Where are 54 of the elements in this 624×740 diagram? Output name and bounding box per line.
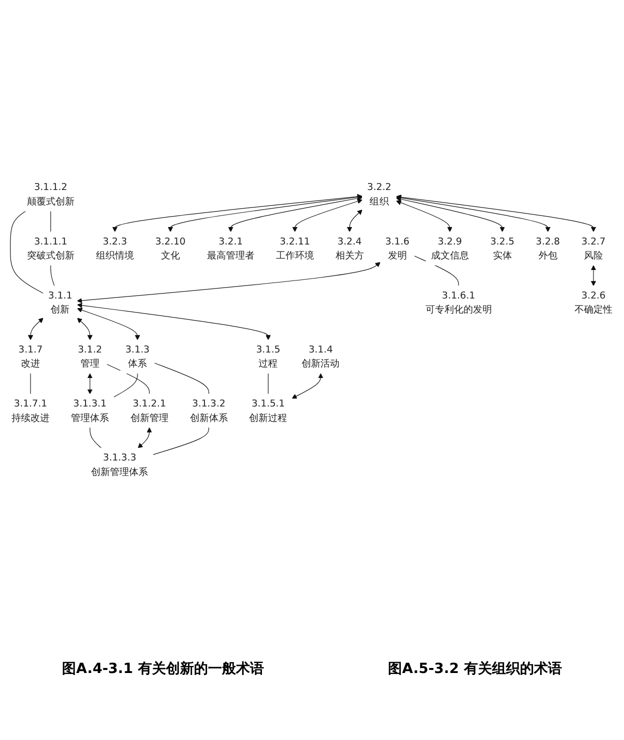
node-text: 3.2.7 风险 bbox=[581, 236, 606, 262]
connector bbox=[113, 373, 138, 398]
arrow bbox=[396, 200, 452, 232]
arrow bbox=[292, 374, 324, 400]
node-text: 3.2.10 文化 bbox=[155, 236, 186, 262]
node-text: 3.2.3 组织情境 bbox=[96, 236, 134, 262]
node-text: 3.1.7.1 持续改进 bbox=[12, 398, 50, 424]
arrow bbox=[292, 199, 362, 232]
connector bbox=[30, 373, 31, 395]
arrow bbox=[228, 196, 362, 232]
arrow bbox=[28, 318, 44, 341]
arrow bbox=[87, 374, 93, 395]
node-text: 3.1.5 过程 bbox=[256, 344, 280, 370]
connector bbox=[50, 211, 52, 233]
connector bbox=[154, 363, 210, 395]
figure-caption: 图A.5-3.2 有关组织的术语 bbox=[388, 660, 562, 678]
node-text: 3.2.4 相关方 bbox=[335, 236, 364, 262]
diagram-drawing: 3.1.1.2 颠覆式创新 3.1.1.1 突破式创新 3.1.6 发明 3.1.1 创新 3.1.7 改进 3.1.6.1 可专利化的发明 3.1.7.1 持续改进 3.1.2 管理 3.1.3 体系 3.1.5 过程 3.1.3.1 管理体系 3.1.3.2 创新体系 3.1.4 创新活动 3.1.2.1 创新管理 3.1.5.1 创新过程 3.1.3.3 创新管理体系 3.2.2 组织 3.2.3 组织情境 3.2.10 文化 3.2.1 最高管理者 3.2.11 工作环境 3.2.4 相关方 3.2.7 风险 3.2.9 成文信息 3.2.5 实体 3.2.8 外包 3.2.6 不确定性 bbox=[2, 173, 622, 487]
node-text: 3.1.3.2 创新体系 bbox=[190, 398, 228, 424]
node-text: 3.1.2.1 创新管理 bbox=[130, 398, 168, 424]
arrow bbox=[396, 196, 550, 232]
arrow bbox=[346, 210, 362, 232]
arrow bbox=[138, 428, 152, 449]
node-text: 3.1.1.1 突破式创新 bbox=[26, 236, 74, 262]
node-text: 3.1.1.2 颠覆式创新 bbox=[26, 182, 74, 208]
node-text: 3.2.11 工作环境 bbox=[276, 236, 314, 262]
node-text: 3.1.4 创新活动 bbox=[302, 344, 340, 370]
arrow bbox=[396, 194, 596, 232]
node-text: 3.1.3.1 管理体系 bbox=[70, 398, 109, 424]
arrow bbox=[77, 318, 93, 341]
node-text: 3.2.1 最高管理者 bbox=[206, 236, 254, 262]
arrow bbox=[396, 197, 505, 232]
node-text: 3.1.6 发明 bbox=[385, 236, 410, 262]
node-text: 3.1.3.3 创新管理体系 bbox=[91, 452, 148, 478]
arrow bbox=[77, 303, 271, 341]
node-text: 3.2.2 组织 bbox=[367, 182, 392, 208]
node-text: 3.2.5 实体 bbox=[490, 236, 514, 262]
connector bbox=[50, 265, 55, 287]
node-text: 3.1.5.1 创新过程 bbox=[249, 398, 288, 424]
connector bbox=[90, 427, 102, 449]
connector bbox=[10, 211, 44, 294]
node-text: 3.1.6.1 可专利化的发明 bbox=[425, 290, 492, 316]
figure-caption: 图A.4-3.1 有关创新的一般术语 bbox=[62, 660, 264, 678]
connector bbox=[152, 427, 210, 456]
arrow bbox=[76, 262, 380, 304]
arrow bbox=[168, 195, 362, 232]
node-text: 3.1.1 创新 bbox=[48, 290, 72, 316]
node-text: 3.1.2 管理 bbox=[78, 344, 102, 370]
arrow bbox=[590, 266, 596, 287]
node-text: 3.1.7 改进 bbox=[18, 344, 43, 370]
arrow bbox=[77, 308, 140, 341]
node-text: 3.2.8 外包 bbox=[536, 236, 560, 262]
arrow bbox=[112, 194, 362, 232]
node-text: 3.2.6 不确定性 bbox=[574, 290, 612, 316]
